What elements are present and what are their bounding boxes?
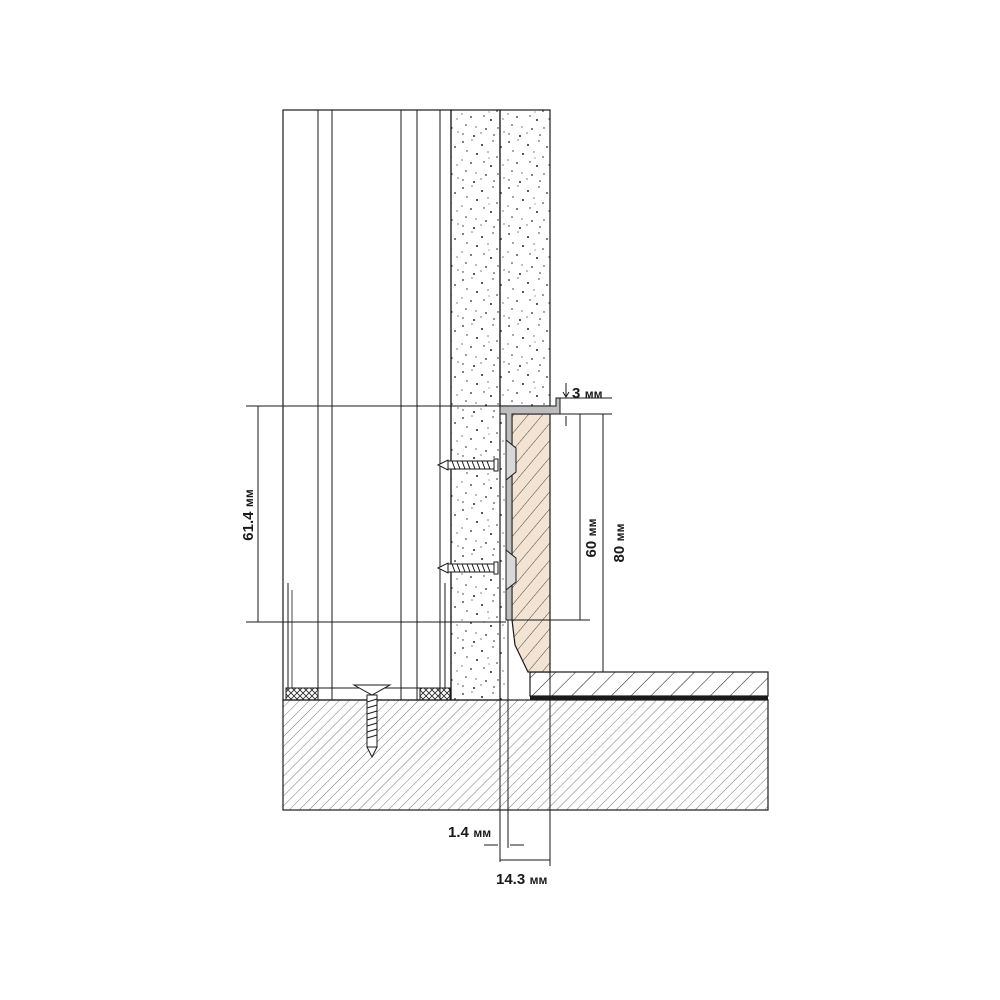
dimension-label-value: 61.4 — [240, 511, 257, 541]
plasterboard-wall — [450, 109, 551, 701]
laminate-floor — [529, 671, 769, 700]
wall-screw-lower — [437, 561, 499, 575]
svg-text:1.4 мм: 1.4 мм — [448, 824, 491, 841]
svg-text:80 мм: 80 мм — [611, 523, 628, 562]
svg-text:14.3 мм: 14.3 мм — [496, 871, 548, 888]
dimension-label-value: 1.4 — [448, 824, 470, 841]
dimension-edge-thickness: 1.4 мм — [448, 700, 524, 862]
dimension-label-value: 14.3 — [496, 871, 525, 888]
door-frame — [282, 109, 452, 701]
dimension-label-unit: мм — [585, 387, 603, 401]
dimension-profile-height: 60 мм — [512, 414, 600, 621]
dimension-board-depth: 14.3 мм — [496, 672, 551, 888]
dimension-label-value: 60 — [583, 541, 600, 558]
frame-gaskets — [285, 687, 451, 701]
dimension-label-unit: мм — [530, 873, 548, 887]
dimension-label-unit: мм — [585, 518, 599, 536]
svg-text:60 мм: 60 мм — [583, 518, 600, 557]
dimension-label-value: 3 — [572, 385, 580, 402]
dimension-board-height: 80 мм — [550, 413, 628, 673]
floor-slab — [282, 699, 769, 811]
skirting-board — [511, 413, 551, 673]
dimension-label-value: 80 — [611, 546, 628, 563]
aluminium-profile — [499, 397, 561, 621]
wall-screw-upper — [437, 458, 499, 472]
dimension-insert-height: 61.4 мм — [240, 405, 506, 623]
svg-text:61.4 мм: 61.4 мм — [240, 489, 257, 541]
floor-screw — [352, 684, 392, 759]
dimension-label-unit: мм — [473, 826, 491, 840]
dimension-label-unit: мм — [613, 523, 627, 541]
svg-text:3 мм: 3 мм — [572, 385, 603, 402]
dimension-trim-gap: 3 мм — [556, 383, 612, 426]
dimension-label-unit: мм — [242, 489, 256, 507]
